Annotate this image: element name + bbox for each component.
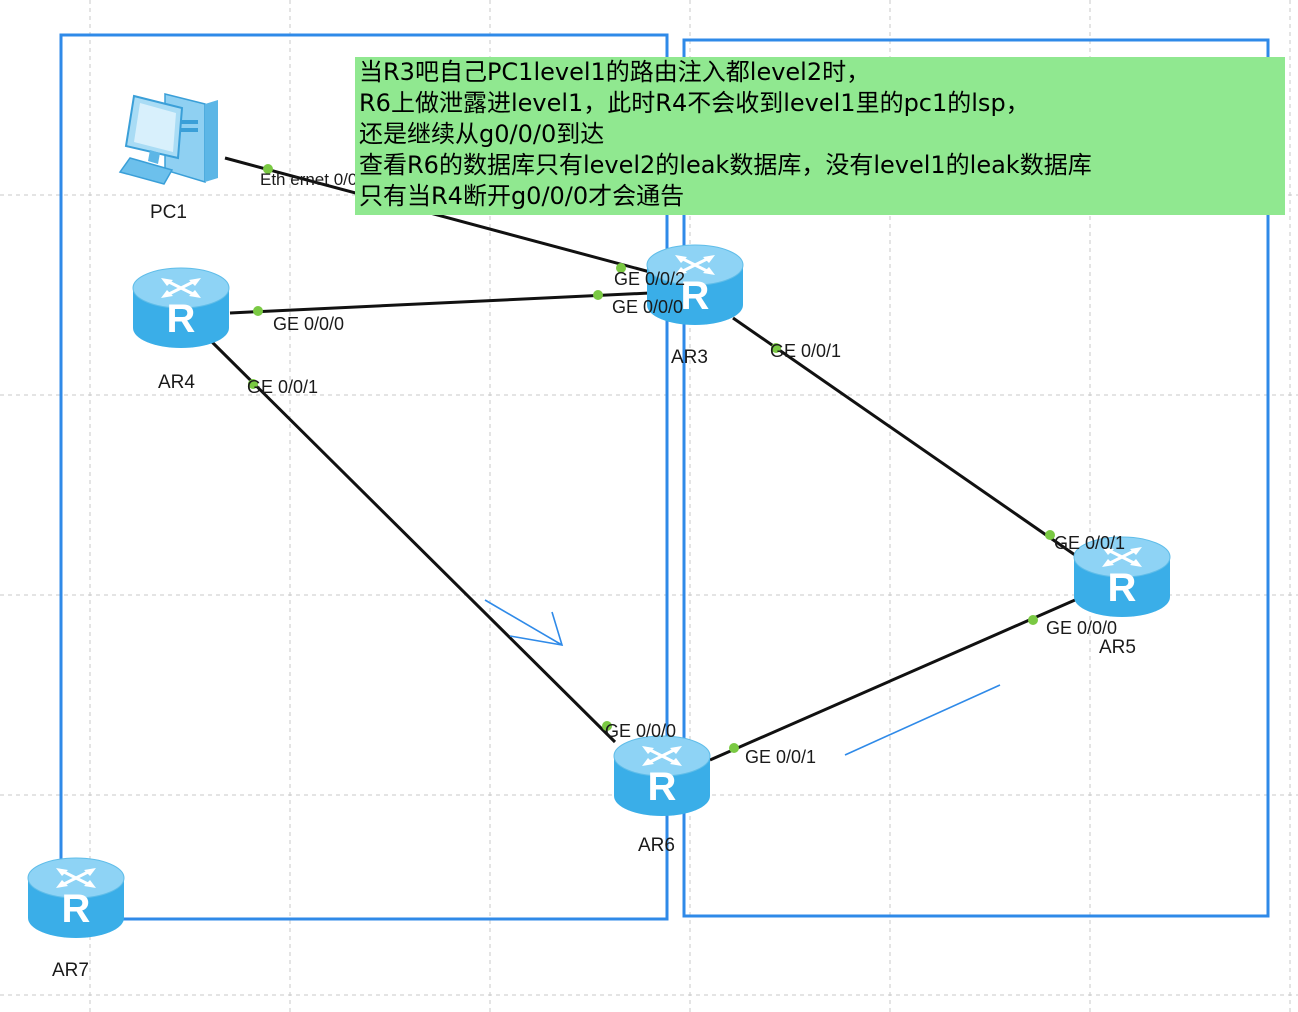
link-ar6-ar5[interactable] [709, 598, 1076, 762]
link-ar4-ar3[interactable] [229, 291, 651, 315]
port-label-ar3-g001: GE 0/0/1 [770, 341, 842, 361]
device-label-pc1: PC1 [150, 202, 187, 223]
device-label-ar5: AR5 [1099, 637, 1136, 658]
area-box-left[interactable] [59, 33, 669, 921]
note-line: R6上做泄露进level1，此时R4不会收到level1里的pc1的lsp， [359, 89, 1030, 117]
port-label-ar6-g001: GE 0/0/1 [745, 747, 817, 767]
device-label-ar4: AR4 [158, 372, 195, 393]
port-dots [248, 164, 1055, 753]
area-box-right[interactable] [682, 38, 1270, 918]
link-pc1-ar3[interactable] [224, 156, 651, 274]
annotation-arrow-down [484, 599, 564, 647]
port-label-ar6-g000: GE 0/0/0 [605, 721, 677, 741]
annotation-stroke [844, 684, 1001, 756]
annotation-note[interactable]: 当R3吧自己PC1level1的路由注入都level2时， R6上做泄露进lev… [355, 57, 1285, 215]
port-label-ar3-g000: GE 0/0/0 [612, 297, 684, 317]
links [210, 156, 1076, 762]
router-icon[interactable] [612, 734, 712, 818]
port-label-ar5-g001: GE 0/0/1 [1054, 533, 1126, 553]
device-label-ar7: AR7 [52, 960, 89, 981]
port-label-ar4-g000: GE 0/0/0 [273, 314, 345, 334]
router-icon[interactable] [131, 266, 231, 350]
port-label-ar3-g002: GE 0/0/2 [614, 269, 686, 289]
note-line: 还是继续从g0/0/0到达 [359, 120, 605, 148]
port-label-ar4-g001: GE 0/0/1 [247, 377, 319, 397]
port-label-pc1-eth: Eth ernet 0/0/1 [260, 170, 372, 189]
device-label-ar3: AR3 [671, 347, 708, 368]
pc-icon[interactable] [118, 93, 218, 185]
port-label-ar5-g000: GE 0/0/0 [1046, 618, 1118, 638]
link-ar4-ar6[interactable] [210, 340, 617, 744]
device-label-ar6: AR6 [638, 835, 675, 856]
link-ar3-ar5[interactable] [732, 316, 1076, 557]
router-icon[interactable] [26, 856, 126, 940]
note-line: 当R3吧自己PC1level1的路由注入都level2时， [359, 58, 871, 86]
note-line: 只有当R4断开g0/0/0才会通告 [359, 182, 685, 210]
note-line: 查看R6的数据库只有level2的leak数据库，没有level1的leak数据… [359, 151, 1092, 179]
